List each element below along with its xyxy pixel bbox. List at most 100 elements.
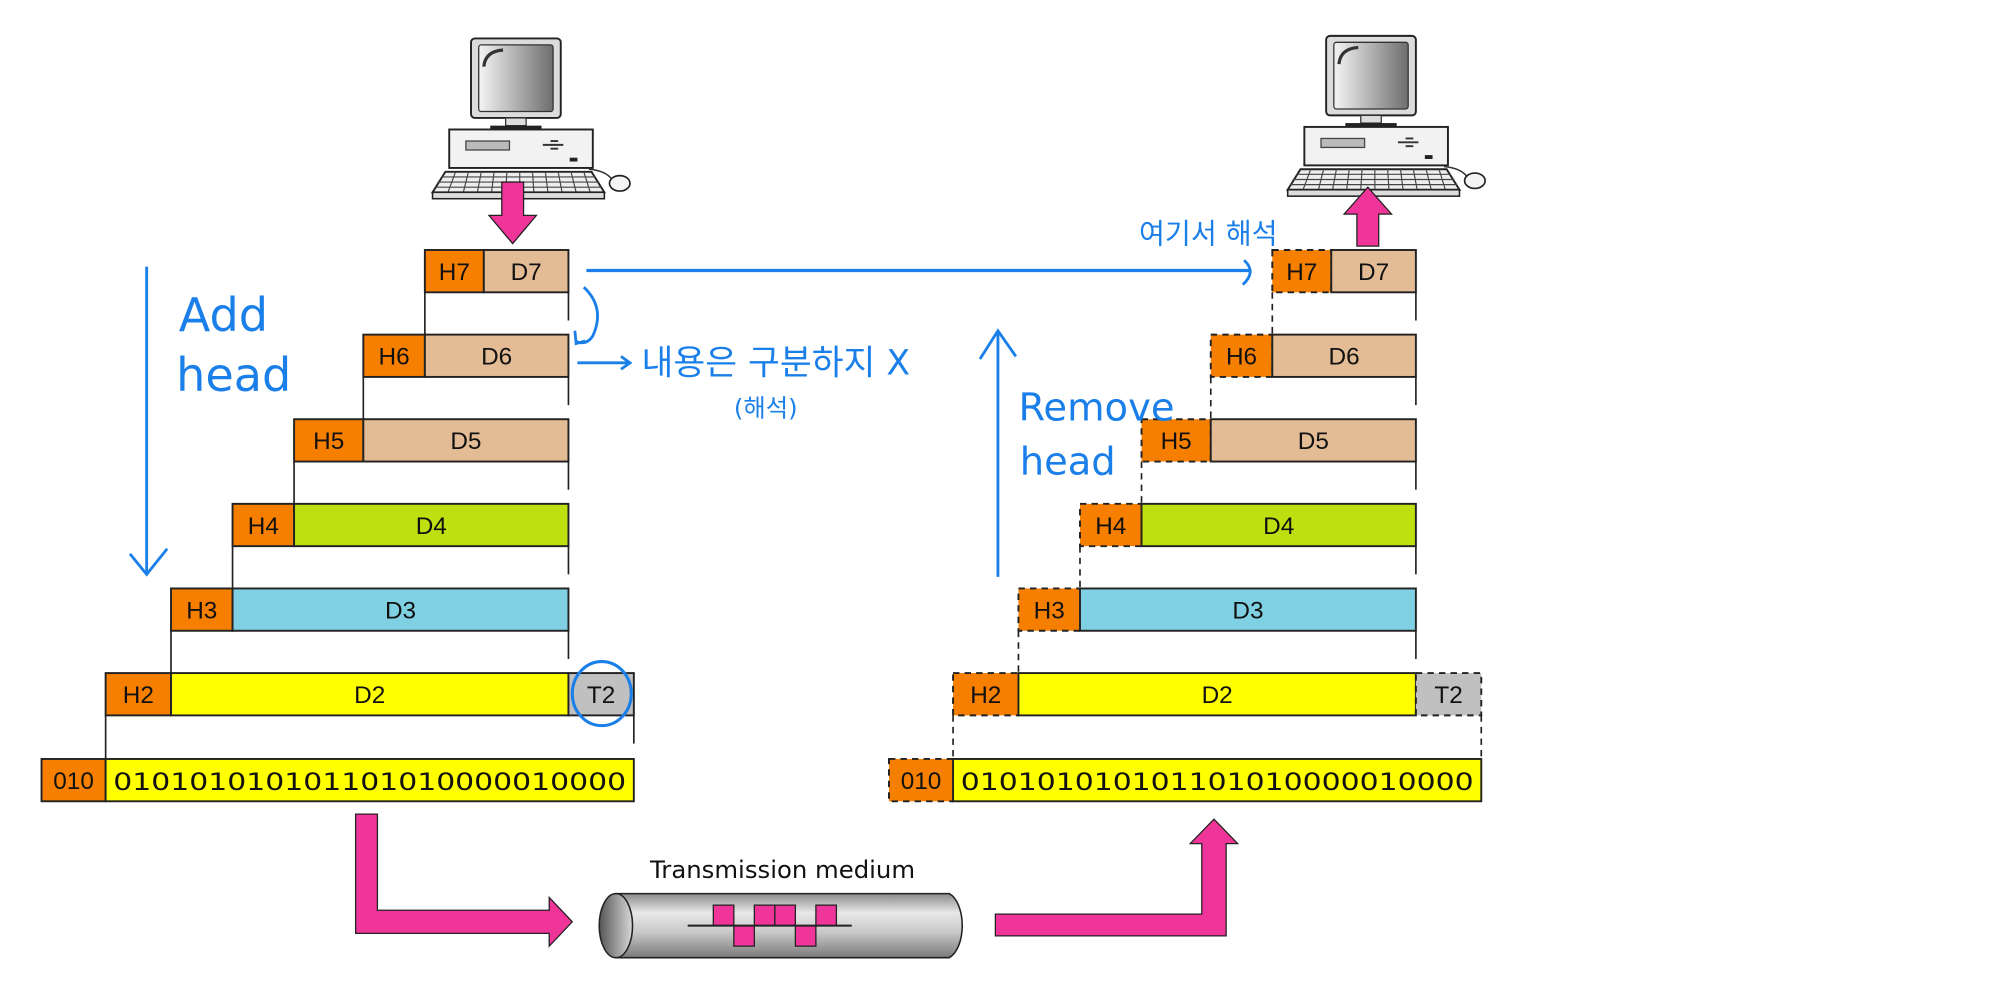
peer-connection-annotation: 여기서 해석 <box>586 218 1278 286</box>
sender-bitstream-rect <box>104 758 635 803</box>
add-head-label-2: head <box>176 348 291 402</box>
sender-header-h5-rect <box>293 418 365 463</box>
receiver-header-h2-rect <box>952 672 1020 717</box>
sender-data-d7: D7 <box>482 249 570 294</box>
receiver-header-h2: H2 <box>952 672 1020 717</box>
up-arrow-icon <box>1342 186 1393 247</box>
receive-arrow-icon <box>994 818 1240 937</box>
sender-data-d4: D4 <box>293 502 570 548</box>
receiver-computer-icon <box>1286 34 1487 198</box>
receiver-data-d5: D5 <box>1209 418 1417 463</box>
receiver-data-d6: D6 <box>1271 333 1417 378</box>
receiver-data-d3-rect <box>1079 587 1417 632</box>
sender-header-h6-rect <box>362 333 426 378</box>
sender-guide-lines-3 <box>231 546 570 589</box>
sender-bitstream-label: 010101010101101010000010000 <box>113 767 626 796</box>
receiver-trailer-t2-rect <box>1414 672 1483 717</box>
content-note: 내용은 구분하지 X <box>642 343 911 383</box>
receiver-header-h5-label: H5 <box>1161 428 1192 455</box>
sender-data-d2-label: D2 <box>354 682 385 709</box>
receiver-guide-lines-0 <box>1271 292 1417 335</box>
receiver-header-h6: H6 <box>1209 333 1274 378</box>
receiver-trailer-t2-label: T2 <box>1434 682 1462 709</box>
receiver-header-h3: H3 <box>1017 587 1081 632</box>
receiver-data-d6-rect <box>1271 333 1417 378</box>
transmission-medium: Transmission medium <box>598 855 964 959</box>
sender-data-d5-label: D5 <box>450 428 481 455</box>
sender-header-h7: H7 <box>423 249 485 294</box>
receiver-data-d6-label: D6 <box>1329 344 1360 371</box>
receiver-data-d2: D2 <box>1017 672 1417 717</box>
sender-physical-header-label: 010 <box>53 768 94 795</box>
sender-header-h6-label: H6 <box>379 344 410 371</box>
sender-data-d4-rect <box>293 502 570 548</box>
receiver-data-d7-label: D7 <box>1358 259 1389 286</box>
receiver-guide-lines-2 <box>1140 461 1417 504</box>
receiver-layer-h5: H5 D5 <box>1140 418 1417 504</box>
sender-header-h4-rect <box>231 502 296 548</box>
sender-header-h3-label: H3 <box>186 597 217 624</box>
sender-header-h3-rect <box>170 587 234 632</box>
sender-data-d3-rect <box>231 587 570 632</box>
sender-header-h5: H5 <box>293 418 365 463</box>
receiver-data-d4: D4 <box>1140 502 1417 548</box>
sender-data-d6: D6 <box>423 333 570 378</box>
remove-head-annotation: Remove head <box>978 328 1174 577</box>
sender-bitstream: 010101010101101010000010000 <box>104 758 635 803</box>
sender-header-h6: H6 <box>362 333 426 378</box>
sender-computer-icon <box>430 36 632 201</box>
down-arrow-icon <box>487 181 538 245</box>
send-arrow-icon <box>354 813 574 948</box>
receiver-header-h7: H7 <box>1271 249 1333 294</box>
sender-data-d5: D5 <box>362 418 570 463</box>
sender-layer-h5: H5 D5 <box>293 418 570 504</box>
receiver-data-d5-label: D5 <box>1298 428 1329 455</box>
sender-trailer-t2: T2 <box>567 672 635 717</box>
receiver-header-h3-label: H3 <box>1034 597 1065 624</box>
sender-guide-lines-1 <box>362 376 570 420</box>
receiver-data-d2-rect <box>1017 672 1417 717</box>
sender-trailer-t2-label: T2 <box>587 682 615 709</box>
sender-guide-lines-0 <box>424 292 570 335</box>
sender-data-d6-rect <box>423 333 570 378</box>
receiver-layer-h7: H7 D7 <box>1271 249 1417 335</box>
receiver-data-d4-rect <box>1140 502 1417 548</box>
remove-head-label-2: head <box>1020 439 1116 484</box>
sender-data-d4-label: D4 <box>416 513 447 540</box>
receiver-layer-h3: H3 D3 <box>1017 587 1417 674</box>
receiver-physical-header: 010 <box>888 758 955 803</box>
receiver-bitstream: 010101010101101010000010000 <box>952 758 1483 803</box>
sender-physical-header: 010 <box>40 758 107 803</box>
sender-trailer-t2-rect <box>567 672 635 717</box>
sender-guide-lines-5 <box>104 715 635 759</box>
receiver-header-h7-label: H7 <box>1286 259 1317 286</box>
receiver-guide-lines-1 <box>1209 376 1417 420</box>
sender-header-h4-label: H4 <box>248 513 279 540</box>
content-note-sub: (해석) <box>734 394 798 423</box>
sender-header-h2-label: H2 <box>123 682 154 709</box>
sender-data-d7-rect <box>482 249 570 294</box>
receiver-header-h6-label: H6 <box>1226 344 1257 371</box>
transmission-medium-label: Transmission medium <box>649 855 915 884</box>
sender-data-d3: D3 <box>231 587 570 632</box>
sender-layer-h3: H3 D3 <box>170 587 570 674</box>
receiver-bitstream-label: 010101010101101010000010000 <box>961 767 1474 796</box>
sender-data-d6-label: D6 <box>481 344 512 371</box>
sender-data-d3-label: D3 <box>385 597 416 624</box>
sender-layer-h2: H2 D2 T2 <box>104 672 635 759</box>
sender-layer-h6: H6 D6 <box>362 333 570 420</box>
receiver-header-h6-rect <box>1209 333 1274 378</box>
sender-header-h3: H3 <box>170 587 234 632</box>
receiver-header-h7-rect <box>1271 249 1333 294</box>
receiver-data-d3-label: D3 <box>1232 597 1263 624</box>
receiver-data-d3: D3 <box>1079 587 1417 632</box>
receiver-header-h4: H4 <box>1079 502 1143 548</box>
receiver-data-d2-label: D2 <box>1202 682 1233 709</box>
t2-circle-annotation <box>570 660 633 728</box>
sender-data-d5-rect <box>362 418 570 463</box>
sender-physical-header-rect <box>40 758 107 803</box>
remove-head-label-1: Remove <box>1018 386 1174 431</box>
